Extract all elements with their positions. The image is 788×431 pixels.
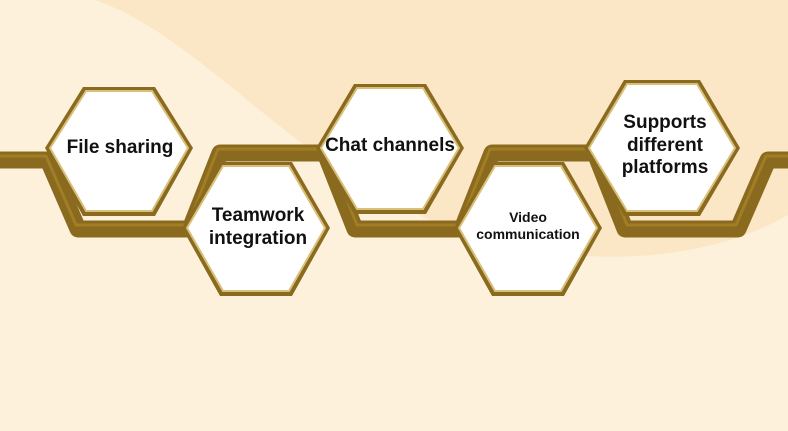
step-label-chat-channels: Chat channels (325, 134, 455, 156)
hexagon-2 (182, 162, 330, 296)
hexagon-4 (454, 162, 602, 296)
hexagon-3 (316, 84, 464, 214)
step-label-file-sharing: File sharing (66, 136, 174, 158)
connector-band (0, 144, 788, 238)
step-label-supports-platforms: Supports different platforms (621, 111, 709, 179)
step-label-teamwork-integration: Teamwork integration (208, 205, 308, 249)
hexagon-5 (584, 80, 740, 216)
hexagon-1 (45, 87, 193, 216)
step-label-video-communication: Video communication (476, 209, 580, 242)
